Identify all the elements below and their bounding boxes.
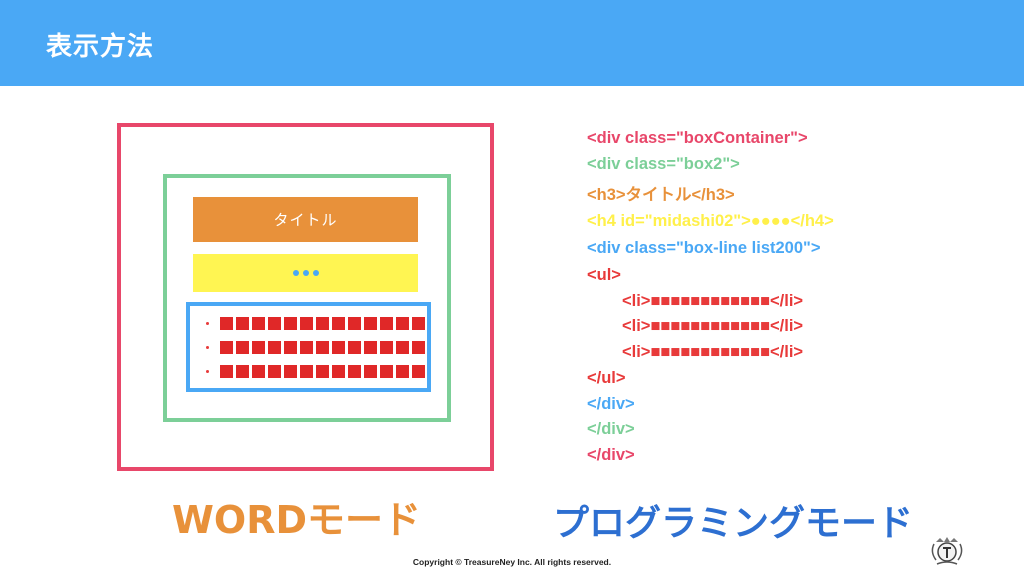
box2-diagram (163, 174, 451, 422)
square-icon (284, 340, 297, 354)
title-bar: タイトル (193, 197, 418, 242)
square-icon (332, 364, 345, 378)
square-icon (252, 364, 265, 378)
list-item (206, 316, 425, 330)
box-line-diagram (186, 302, 431, 392)
dot-icon (312, 270, 319, 276)
square-icon (268, 364, 281, 378)
code-line: <div class="boxContainer"> (587, 129, 808, 147)
square-icon (300, 364, 313, 378)
code-line: </div> (587, 420, 635, 438)
square-icon (412, 364, 425, 378)
code-line: <div class="box-line list200"> (587, 239, 821, 257)
code-line: <ul> (587, 266, 621, 284)
square-icon (396, 316, 409, 330)
square-icon (364, 364, 377, 378)
code-line: <li>■■■■■■■■■■■■</li> (622, 292, 804, 310)
square-icon (220, 340, 233, 354)
copyright-text: Copyright © TreasureNey Inc. All rights … (412, 557, 612, 567)
placeholder-squares (220, 340, 425, 354)
square-icon (220, 364, 233, 378)
square-icon (348, 364, 361, 378)
code-line: </ul> (587, 369, 626, 387)
square-icon (284, 316, 297, 330)
square-icon (236, 364, 249, 378)
square-icon (220, 316, 233, 330)
square-icon (236, 340, 249, 354)
square-icon (252, 340, 265, 354)
square-icon (268, 340, 281, 354)
square-icon (300, 316, 313, 330)
square-icon (364, 316, 377, 330)
square-icon (412, 340, 425, 354)
header-bar: 表示方法 (0, 0, 1024, 86)
square-icon (396, 364, 409, 378)
square-icon (412, 316, 425, 330)
square-icon (380, 316, 393, 330)
dot-icon (292, 270, 299, 276)
square-icon (332, 340, 345, 354)
square-icon (252, 316, 265, 330)
h4-heading-bar (193, 254, 418, 292)
square-icon (380, 340, 393, 354)
square-icon (316, 364, 329, 378)
word-mode-label: WORDモード (172, 498, 422, 542)
list-item (206, 364, 425, 378)
list-item (206, 340, 425, 354)
square-icon (348, 316, 361, 330)
code-line: </div> (587, 446, 635, 464)
dot-icon (302, 270, 309, 276)
box-container-diagram (117, 123, 494, 471)
square-icon (348, 340, 361, 354)
company-logo-icon (931, 537, 963, 565)
placeholder-squares (220, 364, 425, 378)
code-line: </div> (587, 395, 635, 413)
square-icon (268, 316, 281, 330)
bullet-icon (206, 345, 209, 349)
code-line: <li>■■■■■■■■■■■■</li> (622, 343, 804, 361)
square-icon (332, 316, 345, 330)
square-icon (236, 316, 249, 330)
placeholder-squares (220, 316, 425, 330)
code-line: <h3>タイトル</h3> (587, 186, 735, 204)
page-title: 表示方法 (46, 32, 155, 62)
bullet-icon (206, 321, 209, 325)
square-icon (380, 364, 393, 378)
square-icon (364, 340, 377, 354)
square-icon (396, 340, 409, 354)
square-icon (284, 364, 297, 378)
bullet-icon (206, 369, 209, 373)
programming-mode-label: プログラミングモード (553, 503, 914, 544)
code-line: <div class="box2"> (587, 155, 740, 173)
square-icon (316, 340, 329, 354)
square-icon (300, 340, 313, 354)
code-line: <li>■■■■■■■■■■■■</li> (622, 317, 804, 335)
square-icon (316, 316, 329, 330)
code-line: <h4 id="midashi02">●●●●</h4> (587, 212, 834, 230)
